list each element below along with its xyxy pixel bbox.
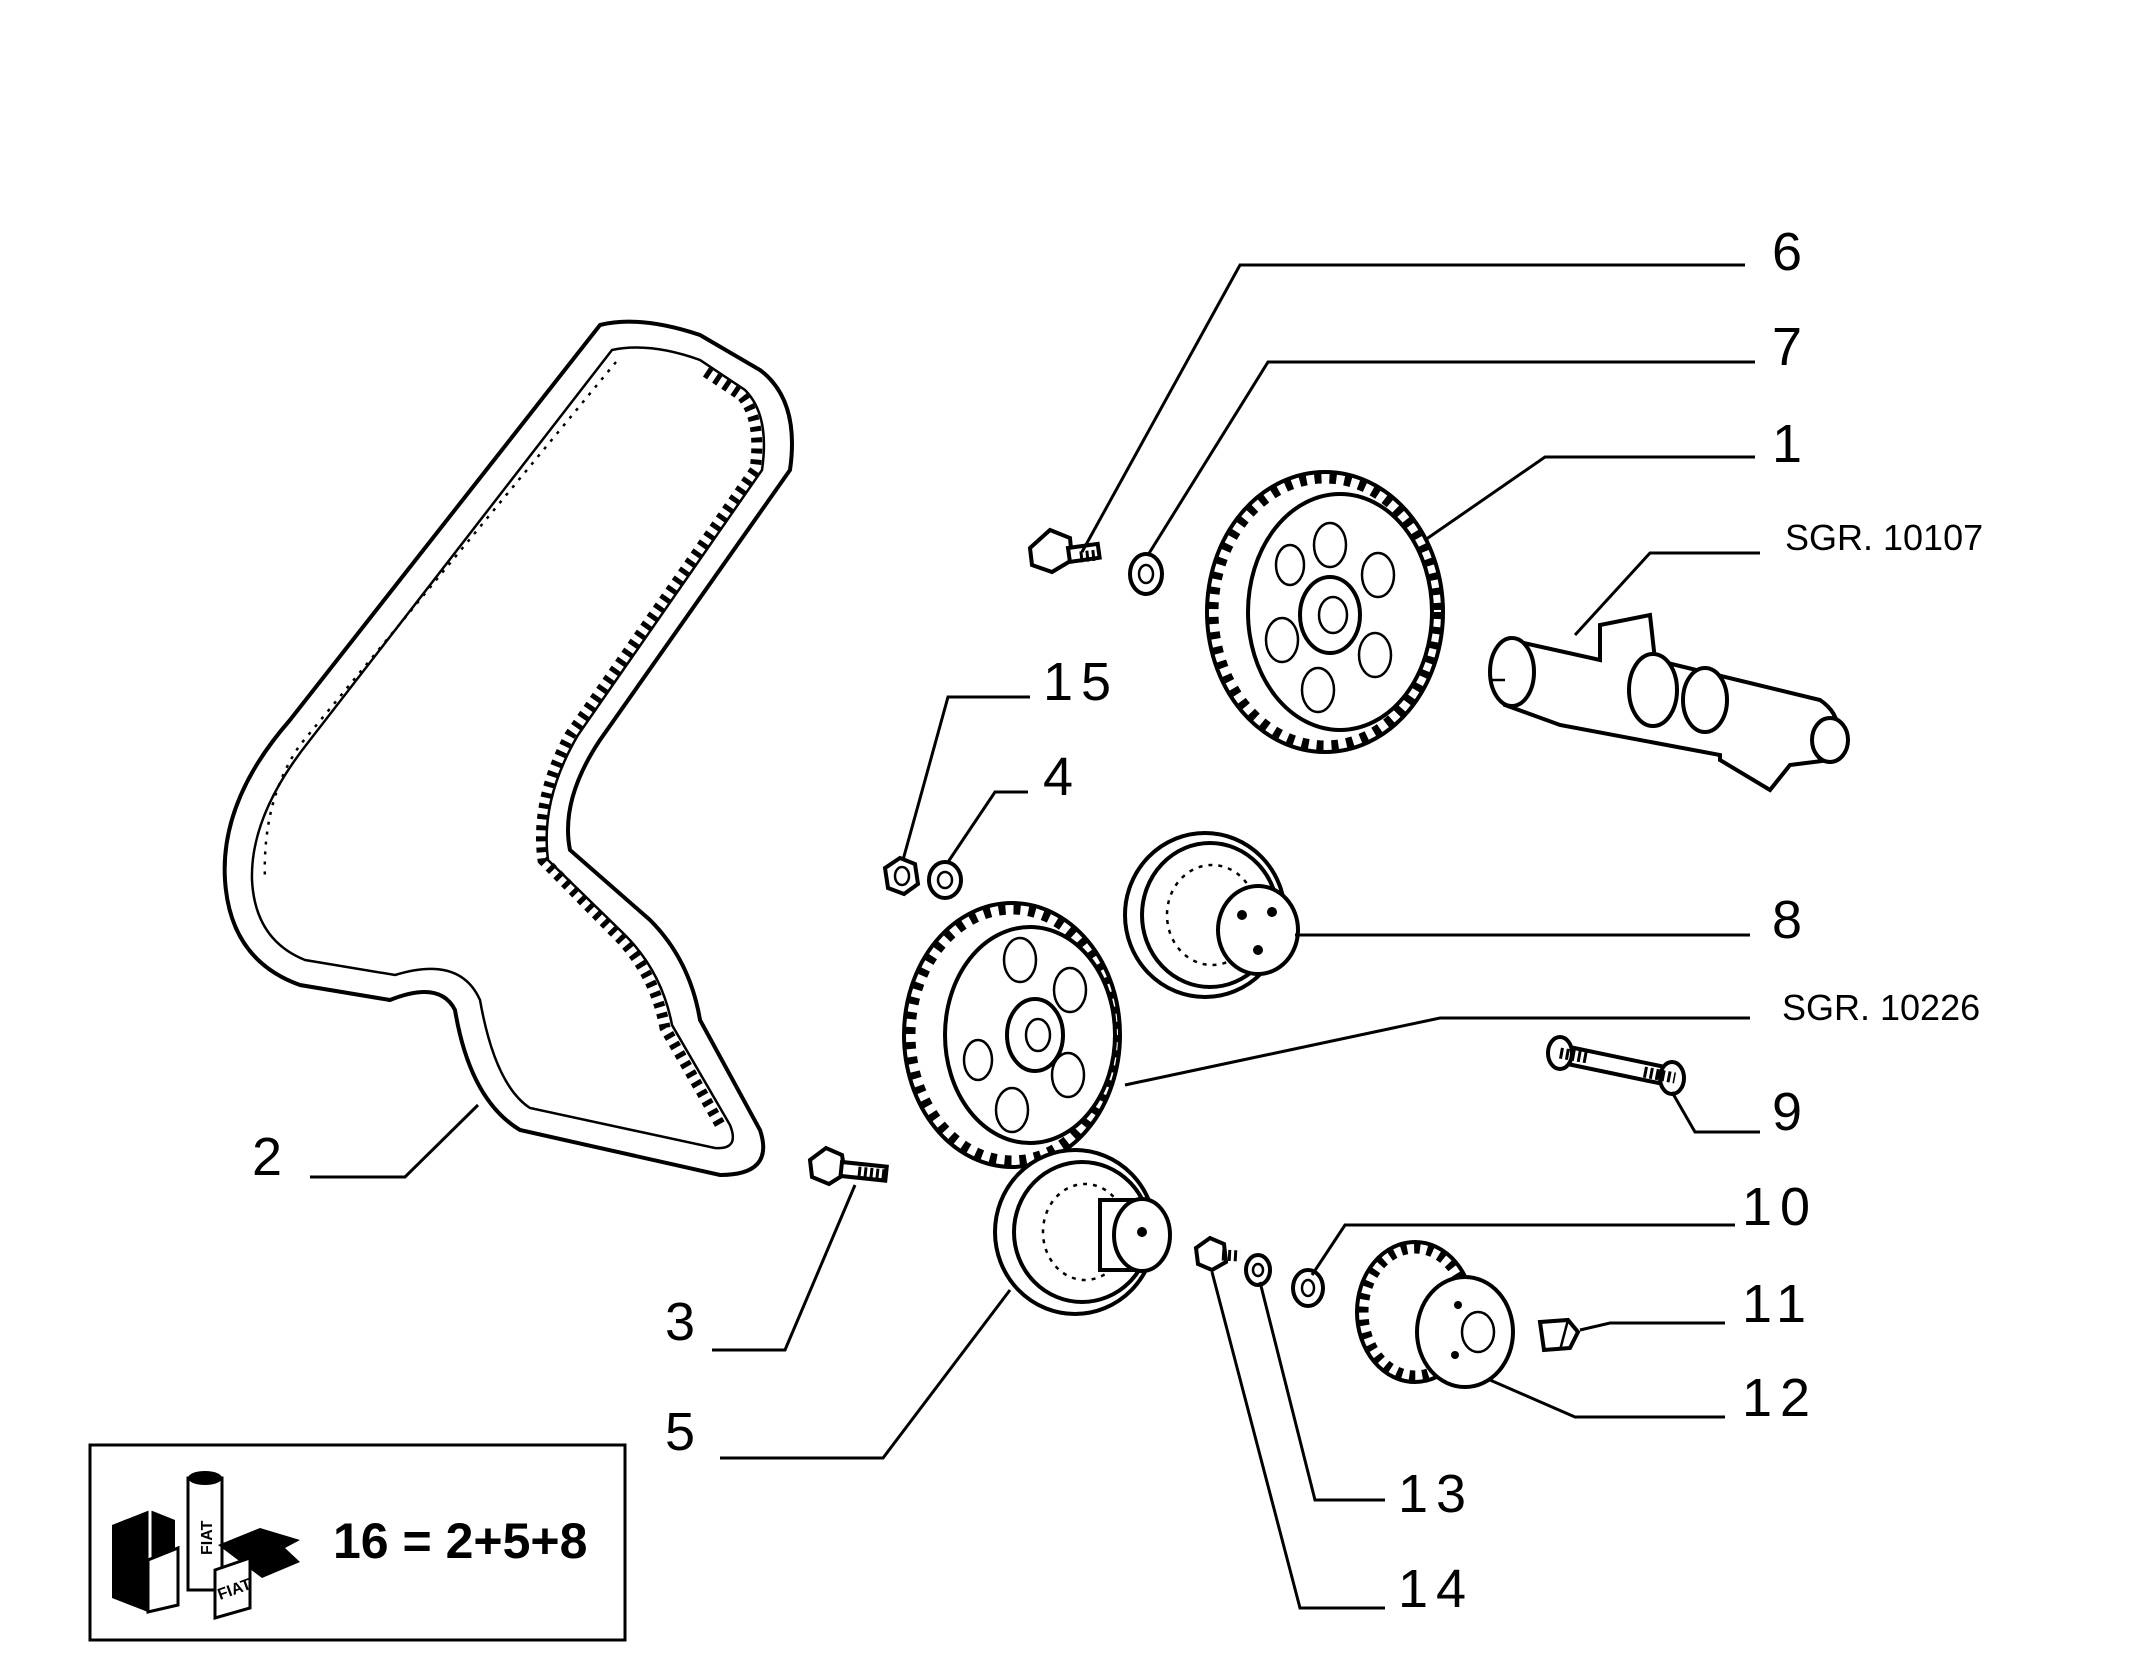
washer-13 — [1244, 1253, 1272, 1287]
callout-10: 10 — [1742, 1177, 1818, 1237]
timing-belt — [222, 319, 794, 1178]
nut-15 — [882, 855, 921, 897]
callout-8: 8 — [1772, 890, 1810, 950]
key-11 — [1537, 1317, 1581, 1353]
ref-camshaft: SGR. 10107 — [1785, 517, 1983, 558]
washer-10 — [1291, 1268, 1325, 1308]
stud-9 — [1546, 1035, 1686, 1096]
bolt-6 — [1027, 527, 1102, 575]
camshaft — [1488, 612, 1850, 793]
callout-6: 6 — [1772, 222, 1810, 282]
bolt-3 — [807, 1145, 889, 1187]
callout-4: 4 — [1043, 747, 1081, 807]
callout-9: 9 — [1772, 1082, 1810, 1142]
ref-pulley: SGR. 10226 — [1782, 987, 1980, 1028]
callout-14: 14 — [1398, 1559, 1474, 1619]
callout-15: 15 — [1043, 652, 1119, 712]
toothed-pulley-sgr-10226 — [902, 901, 1122, 1169]
idler-pulley-5 — [993, 1148, 1172, 1316]
callout-11: 11 — [1742, 1274, 1814, 1334]
sprocket-12 — [1355, 1240, 1515, 1389]
callout-13: 13 — [1398, 1464, 1474, 1524]
camshaft-pulley — [1205, 470, 1445, 754]
callout-2: 2 — [252, 1127, 290, 1187]
kit-box: FIAT FIAT 16 = 2+5+8 — [88, 1443, 627, 1642]
leader-lines — [310, 263, 1760, 1610]
kit-formula: 16 = 2+5+8 — [333, 1513, 587, 1569]
bolt-14 — [1193, 1235, 1241, 1273]
tensioner-pulley-8 — [1123, 831, 1300, 999]
callout-1: 1 — [1772, 414, 1810, 474]
washer-4 — [927, 860, 963, 900]
callout-5: 5 — [665, 1402, 703, 1462]
callout-12: 12 — [1742, 1368, 1818, 1428]
washer-7 — [1128, 552, 1164, 596]
callout-3: 3 — [665, 1292, 703, 1352]
logo-text-vertical: FIAT — [199, 1520, 216, 1555]
callout-labels: 6 7 1 SGR. 10107 15 4 8 SGR. 10226 9 10 … — [252, 222, 1983, 1619]
callout-7: 7 — [1772, 317, 1810, 377]
kit-parts-logo-icon: FIAT FIAT — [112, 1471, 300, 1620]
